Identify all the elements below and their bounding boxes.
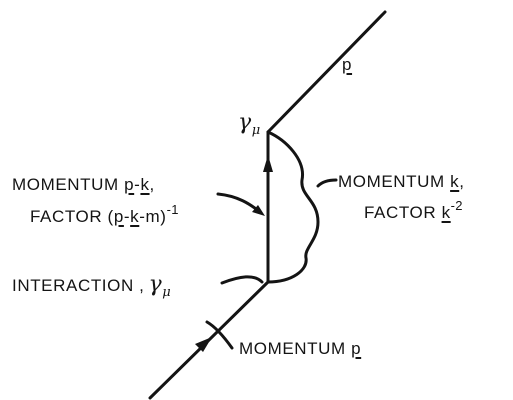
outgoing-electron-line	[266, 10, 387, 134]
leader-internal-arrowhead	[252, 205, 265, 216]
photon-momentum-k: k	[450, 172, 460, 191]
internal-factor-rest: -m)	[139, 207, 167, 226]
internal-factor-p: p	[113, 207, 124, 226]
outgoing-momentum-label: p	[342, 56, 352, 74]
leader-photon	[316, 178, 338, 188]
photon-factor-label: FACTOR k-2	[364, 198, 463, 223]
interaction-text: INTERACTION ,	[12, 276, 145, 295]
photon-momentum-label: MOMENTUM k,	[338, 173, 465, 191]
incoming-momentum-label: MOMENTUM p	[239, 340, 361, 358]
vertex-gamma: γ	[238, 110, 252, 135]
photon-factor-prefix: FACTOR	[364, 203, 442, 222]
internal-arrow-icon	[263, 155, 273, 172]
leader-internal	[216, 192, 262, 214]
leader-incoming	[205, 320, 234, 350]
internal-factor-minus: -	[123, 207, 131, 226]
internal-momentum-k: k	[140, 175, 150, 194]
internal-factor-prefix: FACTOR (	[30, 207, 114, 226]
leader-interaction	[220, 275, 264, 285]
interaction-mu: μ	[162, 285, 172, 300]
internal-momentum-label: MOMENTUM p-k,	[12, 176, 155, 194]
internal-factor-exponent: -1	[166, 202, 179, 217]
incoming-momentum-p: p	[351, 339, 362, 358]
internal-momentum-p: p	[124, 175, 135, 194]
outgoing-p: p	[342, 55, 353, 74]
photon-line	[266, 130, 320, 284]
upper-vertex-label: γμ	[238, 112, 261, 139]
internal-momentum-minus: -	[134, 175, 141, 194]
interaction-gamma: γ	[148, 272, 163, 297]
internal-factor-label: FACTOR (p-k-m)-1	[30, 202, 179, 227]
vertex-mu: μ	[251, 123, 261, 138]
internal-factor-k: k	[130, 207, 140, 226]
internal-momentum-comma: ,	[149, 175, 155, 194]
interaction-label: INTERACTION ,γμ	[12, 274, 172, 301]
incoming-arrow-icon	[195, 337, 212, 352]
photon-factor-k: k	[441, 203, 451, 222]
photon-momentum-comma: ,	[459, 172, 465, 191]
photon-momentum-prefix: MOMENTUM	[338, 172, 451, 191]
photon-factor-exponent: -2	[450, 198, 463, 213]
incoming-momentum-prefix: MOMENTUM	[239, 339, 352, 358]
internal-momentum-prefix: MOMENTUM	[12, 175, 125, 194]
